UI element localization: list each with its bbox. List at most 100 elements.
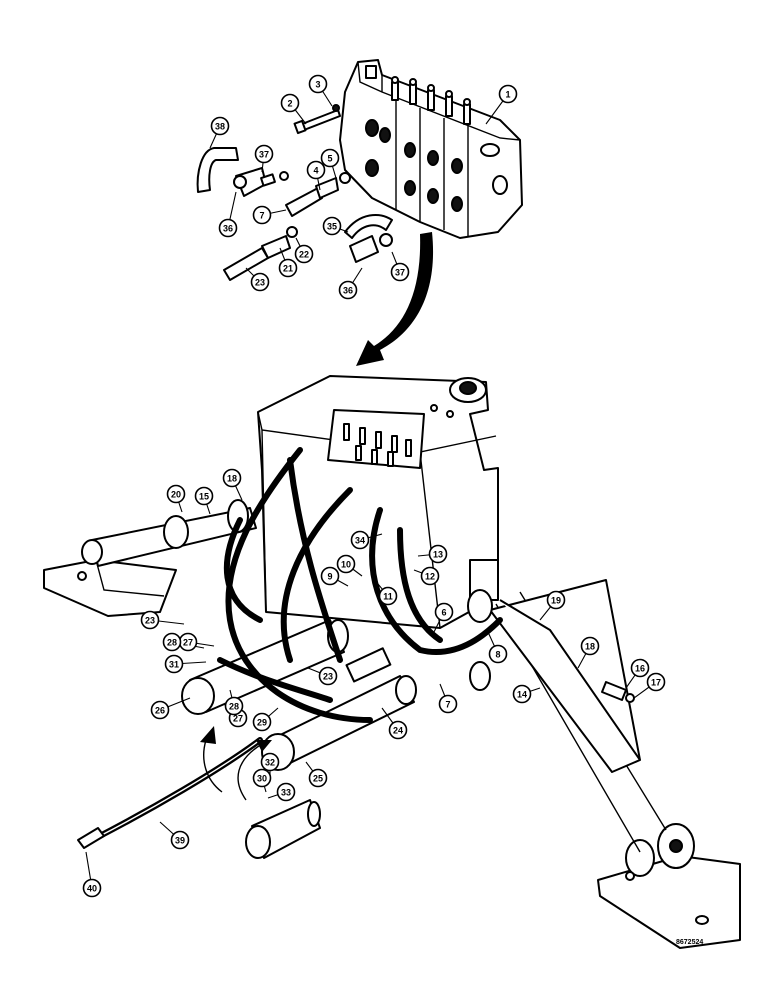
callout-circle xyxy=(164,654,184,674)
callout-circle xyxy=(306,160,326,180)
callout-circle xyxy=(546,590,566,610)
callout-15: 15 xyxy=(194,486,214,506)
callout-circle xyxy=(322,216,342,236)
callout-34: 34 xyxy=(350,530,370,550)
callout-10: 10 xyxy=(336,554,356,574)
callout-number: 30 xyxy=(257,774,267,784)
callout-number: 10 xyxy=(341,560,351,570)
callout-circle xyxy=(210,116,230,136)
callout-balloons: 1234567789101112131415161718181920212223… xyxy=(82,74,666,898)
callout-circle xyxy=(434,602,454,622)
callout-23: 23 xyxy=(250,272,270,292)
callout-number: 6 xyxy=(441,608,446,618)
callout-number: 16 xyxy=(635,664,645,674)
callout-number: 24 xyxy=(393,726,403,736)
callout-27: 27 xyxy=(178,632,198,652)
callout-number: 21 xyxy=(283,264,293,274)
callout-number: 19 xyxy=(551,596,561,606)
callout-circle xyxy=(294,244,314,264)
callout-circle xyxy=(260,752,280,772)
callout-30: 30 xyxy=(252,768,272,788)
callout-number: 36 xyxy=(343,286,353,296)
callout-circle xyxy=(350,530,370,550)
callout-13: 13 xyxy=(428,544,448,564)
callout-circle xyxy=(580,636,600,656)
callout-number: 23 xyxy=(255,278,265,288)
callout-number: 39 xyxy=(175,836,185,846)
callout-circle xyxy=(252,205,272,225)
callout-circle xyxy=(278,258,298,278)
callout-number: 34 xyxy=(355,536,365,546)
callout-circle xyxy=(318,666,338,686)
callout-circle xyxy=(150,700,170,720)
callout-circle xyxy=(276,782,296,802)
callout-number: 20 xyxy=(171,490,181,500)
callout-7: 7 xyxy=(252,205,272,225)
callout-circle xyxy=(82,878,102,898)
control-valve-assembly xyxy=(339,59,523,239)
callout-number: 23 xyxy=(145,616,155,626)
callout-number: 15 xyxy=(199,492,209,502)
left-stabilizer-leg xyxy=(43,499,257,617)
callout-number: 22 xyxy=(299,250,309,260)
callout-29: 29 xyxy=(252,712,272,732)
callout-number: 5 xyxy=(327,154,332,164)
hydraulic-fittings xyxy=(196,147,393,281)
callout-circle xyxy=(250,272,270,292)
callout-number: 37 xyxy=(395,268,405,278)
callout-8: 8 xyxy=(488,644,508,664)
elbow-fitting xyxy=(601,681,635,703)
callout-4: 4 xyxy=(306,160,326,180)
callout-18: 18 xyxy=(580,636,600,656)
callout-number: 31 xyxy=(169,660,179,670)
callout-circle xyxy=(420,566,440,586)
callout-circle xyxy=(390,262,410,282)
callout-circle xyxy=(252,712,272,732)
callout-number: 23 xyxy=(323,672,333,682)
callout-circle xyxy=(512,684,532,704)
callout-number: 27 xyxy=(233,714,243,724)
callout-33: 33 xyxy=(276,782,296,802)
swing-cylinders xyxy=(181,619,417,771)
callout-9: 9 xyxy=(320,566,340,586)
figure-code: 8672524 xyxy=(676,939,703,946)
callout-circle xyxy=(388,720,408,740)
callout-circle xyxy=(320,566,340,586)
callout-number: 32 xyxy=(265,758,275,768)
callout-1: 1 xyxy=(498,84,518,104)
callout-circle xyxy=(170,830,190,850)
callout-number: 33 xyxy=(281,788,291,798)
callout-circle xyxy=(308,74,328,94)
callout-number: 8 xyxy=(495,650,500,660)
callout-21: 21 xyxy=(278,258,298,278)
callout-32: 32 xyxy=(260,752,280,772)
callout-6: 6 xyxy=(434,602,454,622)
assembly-arrows xyxy=(200,726,272,801)
callout-3: 3 xyxy=(308,74,328,94)
swing-cylinder-tube xyxy=(245,799,321,859)
callout-37: 37 xyxy=(390,262,410,282)
callout-circle xyxy=(378,586,398,606)
bolt-part xyxy=(293,104,341,135)
callout-circle xyxy=(224,696,244,716)
callout-number: 18 xyxy=(227,474,237,484)
callout-number: 40 xyxy=(87,884,97,894)
callout-circle xyxy=(254,144,274,164)
callout-circle xyxy=(222,468,242,488)
installation-arrow xyxy=(356,232,434,366)
callout-number: 35 xyxy=(327,222,337,232)
callout-circle xyxy=(630,658,650,678)
callout-number: 27 xyxy=(183,638,193,648)
callout-number: 37 xyxy=(259,150,269,160)
callout-number: 17 xyxy=(651,678,661,688)
callout-circle xyxy=(140,610,160,630)
callout-circle xyxy=(438,694,458,714)
callout-number: 28 xyxy=(167,638,177,648)
callout-12: 12 xyxy=(420,566,440,586)
callout-number: 7 xyxy=(445,700,450,710)
callout-number: 4 xyxy=(313,166,318,176)
callout-circle xyxy=(428,544,448,564)
callout-number: 28 xyxy=(229,702,239,712)
callout-circle xyxy=(218,218,238,238)
